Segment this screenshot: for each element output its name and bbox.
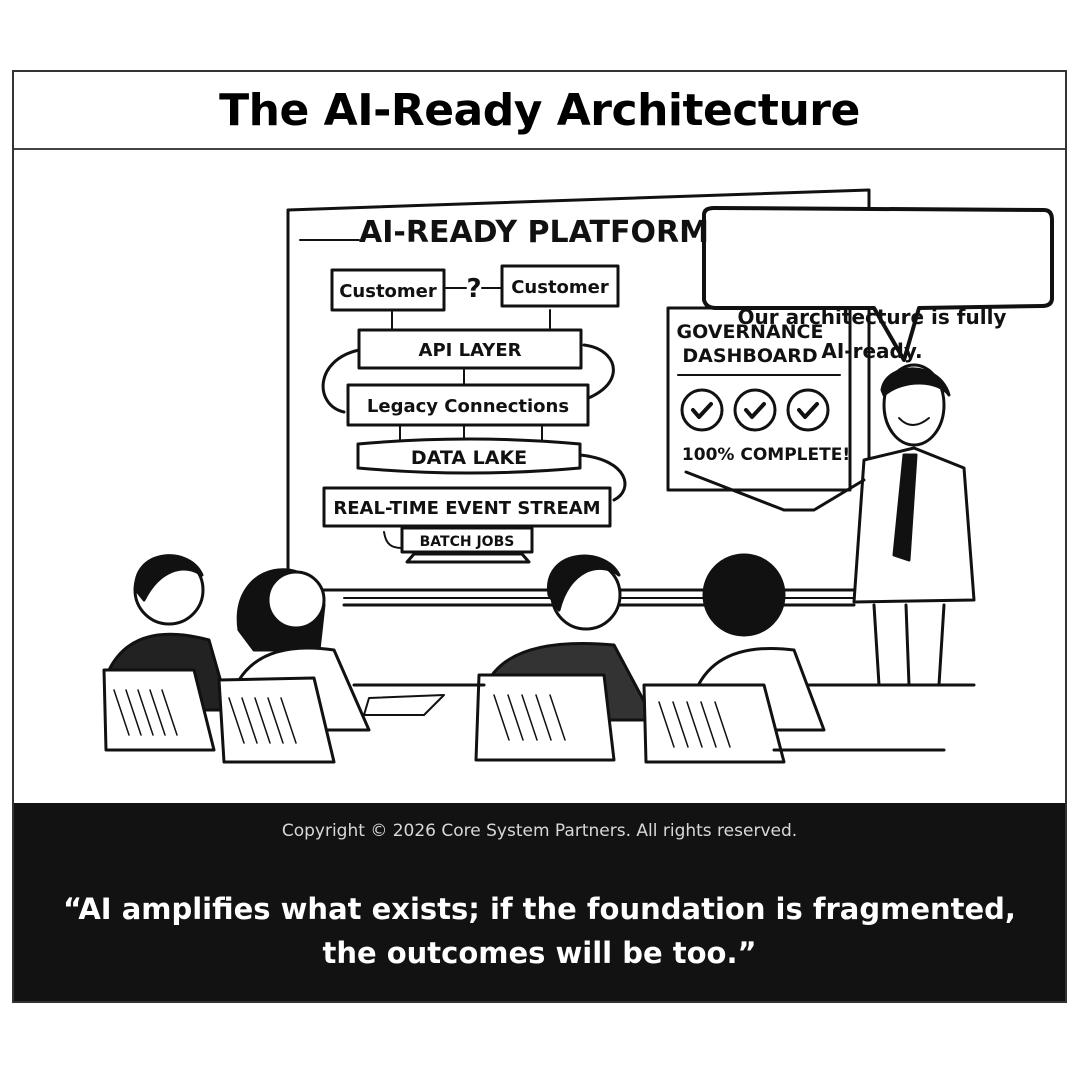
page-title: The AI-Ready Architecture — [219, 84, 860, 136]
customer-right-box: Customer — [511, 277, 609, 298]
quote-line-1: “AI amplifies what exists; if the founda… — [63, 892, 1016, 926]
board-title: AI-READY PLATFORM — [359, 215, 709, 250]
governance-title-line2: DASHBOARD — [682, 345, 817, 367]
speech-line-1: Our architecture is fully — [737, 305, 1007, 329]
batch-jobs-monitor: BATCH JOBS — [420, 534, 515, 550]
data-lake-box: DATA LAKE — [411, 447, 527, 469]
title-bar: The AI-Ready Architecture — [14, 72, 1065, 150]
meeting-scene: AI-READY PLATFORM Customer Customer ? AP… — [102, 188, 1054, 764]
event-stream-box: REAL-TIME EVENT STREAM — [333, 498, 600, 519]
footer: Copyright © 2026 Core System Partners. A… — [14, 803, 1065, 1001]
comic-frame: The AI-Ready Architecture — [12, 70, 1067, 1003]
api-layer-box: API LAYER — [419, 340, 522, 361]
governance-title-line1: GOVERNANCE — [677, 321, 824, 343]
comic-illustration: AI-READY PLATFORM Customer Customer ? AP… — [14, 150, 1065, 805]
governance-status: 100% COMPLETE! — [682, 445, 850, 465]
question-mark: ? — [466, 274, 481, 304]
speech-bubble: Our architecture is fully AI-ready. — [694, 300, 1050, 368]
customer-left-box: Customer — [339, 281, 437, 302]
quote: “AI amplifies what exists; if the founda… — [14, 887, 1065, 975]
quote-line-2: the outcomes will be too.” — [322, 936, 757, 970]
speech-line-2: AI-ready. — [821, 339, 923, 363]
legacy-connections-box: Legacy Connections — [367, 396, 569, 417]
copyright-text: Copyright © 2026 Core System Partners. A… — [281, 821, 798, 841]
